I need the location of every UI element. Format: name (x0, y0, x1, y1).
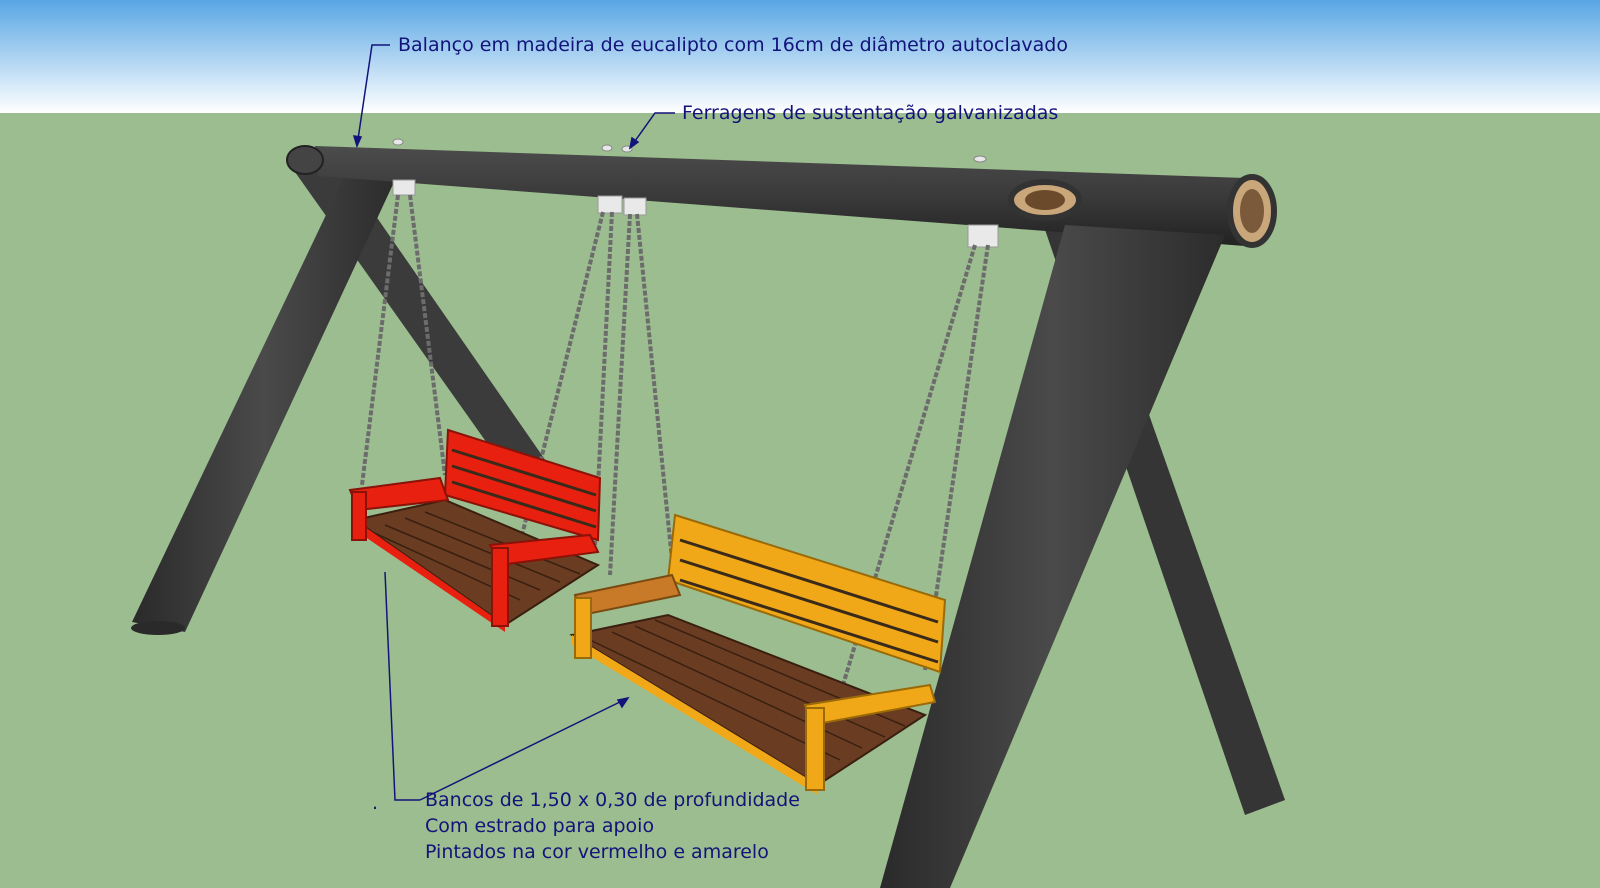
front-left-leg (132, 175, 395, 632)
sky (0, 0, 1600, 113)
bench-note-line1: Bancos de 1,50 x 0,30 de profundidade (425, 789, 800, 811)
leader-lines (352, 44, 675, 801)
bench-note-line2: Com estrado para apoio (425, 815, 655, 837)
bench-note-line3: Pintados na cor vermelho e amarelo (425, 841, 769, 863)
red-bench (348, 428, 602, 632)
brackets (392, 179, 999, 248)
beam-annotation: Balanço em madeira de eucalipto com 16cm… (398, 34, 1068, 56)
yellow-bench (569, 513, 947, 795)
top-beam (286, 145, 1277, 248)
bench-annotation: Bancos de 1,50 x 0,30 de profundidade Co… (425, 787, 800, 865)
front-right-leg (880, 225, 1225, 888)
hardware-annotation: Ferragens de sustentação galvanizadas (682, 102, 1059, 124)
stray-mark: . (372, 792, 379, 814)
